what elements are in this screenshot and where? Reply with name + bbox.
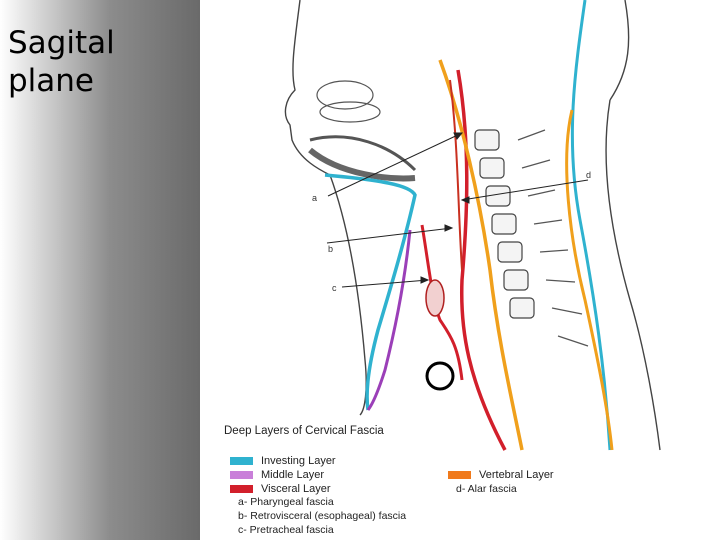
visceral-sub-c: c- Pretracheal fascia	[238, 524, 334, 536]
visceral-sub-a: a- Pharyngeal fascia	[238, 496, 334, 508]
legend-swatch-investing	[230, 457, 253, 465]
legend-item-vertebral: Vertebral Layer	[448, 469, 554, 481]
legend-item-visceral: Visceral Layer	[230, 483, 331, 495]
hard-palate	[310, 137, 415, 170]
legend-label-vertebral: Vertebral Layer	[479, 469, 554, 481]
legend-swatch-visceral	[230, 485, 253, 493]
left-gradient-panel: Sagital plane	[0, 0, 200, 540]
middle-layer-line	[368, 230, 410, 410]
pointer-lines	[327, 133, 588, 287]
legend-item-investing: Investing Layer	[230, 455, 336, 467]
legend-title: Deep Layers of Cervical Fascia	[224, 425, 384, 437]
legend-swatch-vertebral	[448, 471, 471, 479]
circle-marker	[427, 363, 453, 389]
investing-layer-posterior	[572, 0, 610, 450]
slide-title: Sagital plane	[8, 24, 198, 100]
legend-swatch-middle	[230, 471, 253, 479]
legend-item-middle: Middle Layer	[230, 469, 324, 481]
occiput-outline	[610, 0, 629, 100]
visceral-sub-b: b- Retrovisceral (esophageal) fascia	[238, 510, 406, 522]
head-outline	[285, 0, 330, 175]
pointer-label-c: c	[332, 283, 337, 293]
thyroid-gland	[426, 280, 444, 316]
front-of-neck-outline	[330, 175, 366, 415]
legend-label-middle: Middle Layer	[261, 469, 324, 481]
pointer-label-a: a	[312, 193, 317, 203]
back-of-neck-outline	[606, 100, 660, 450]
pointer-label-d: d	[586, 170, 591, 180]
nasal-conchae	[317, 81, 373, 109]
legend-label-visceral: Visceral Layer	[261, 483, 331, 495]
legend-label-investing: Investing Layer	[261, 455, 336, 467]
vertebral-sub-d: d- Alar fascia	[456, 483, 517, 495]
pointer-label-b: b	[328, 244, 333, 254]
neck-sagittal-diagram: a b c d Deep Layers of Cervical Fascia I…	[200, 0, 720, 540]
